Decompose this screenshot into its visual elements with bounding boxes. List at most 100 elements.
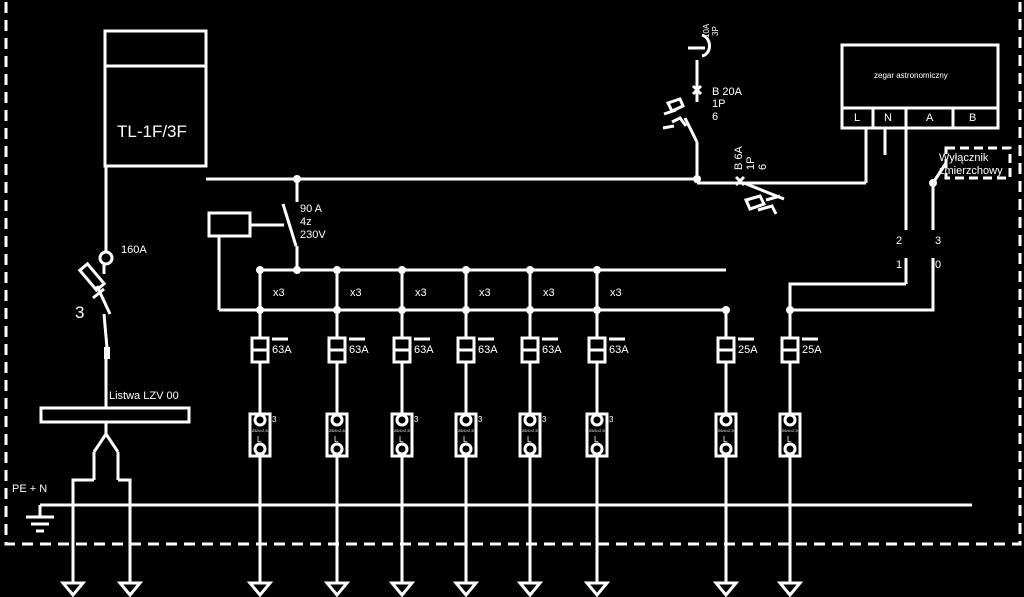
- feeder-block-spec: 25/4×2,5: [782, 428, 798, 433]
- feeder-fuse-rating: 63A: [414, 344, 434, 356]
- feeder-layer: x3 63A L 25/4×2,5 3 x3 63A L 25/4×2,5 x3 63A L 25/4×…: [59, 266, 822, 597]
- feeder-junction-dot: [398, 266, 406, 274]
- feeder-block-terminal: [395, 413, 409, 427]
- feeder-multiplier: x3: [415, 287, 427, 299]
- switch-contact-3: 3: [935, 235, 941, 247]
- feeder-junction-dot: [526, 306, 534, 314]
- clock-terminal-b: B: [969, 112, 976, 124]
- feeder-outgoing-arrow: [583, 581, 611, 597]
- contactor-contact: [281, 203, 298, 247]
- feeder-fuse-rating: 63A: [478, 344, 498, 356]
- breaker-b6-line3: 6: [757, 164, 769, 170]
- feeder-block-number: 3: [272, 415, 277, 424]
- clock-terminal-a: A: [926, 112, 934, 124]
- contactor-line3: 230V: [300, 229, 326, 241]
- feeder-block-number: 3: [414, 415, 419, 424]
- feeder-block-spec: 25/4×2,5: [458, 428, 474, 433]
- contactor-line1: 90 A: [300, 203, 323, 215]
- feeder-block-label: L: [463, 435, 468, 444]
- feeder-block-spec: 25/4×2,5: [252, 428, 268, 433]
- feeder-block-terminal: [459, 413, 473, 427]
- breaker-b20-line3: 6: [712, 111, 718, 123]
- feeder-junction-dot: [256, 266, 264, 274]
- aux-fuse-rating: 10A: [702, 23, 711, 38]
- feeder-block-spec: 25/4×2,5: [589, 428, 605, 433]
- feeder-block-label: L: [723, 435, 728, 444]
- feeder-junction-dot: [333, 306, 341, 314]
- feeder-block-spec: 25/4×2,5: [394, 428, 410, 433]
- feeder-block-spec: 25/4×2,5: [718, 428, 734, 433]
- feeder-block-terminal: [783, 413, 797, 427]
- feeder-junction-dot: [722, 306, 730, 314]
- feeder-junction-dot: [398, 306, 406, 314]
- feeder-block-terminal: [330, 413, 344, 427]
- aux-fuse-symbol: [701, 33, 711, 58]
- feeder-block-label: L: [257, 435, 262, 444]
- clock-terminal-n: N: [884, 112, 892, 124]
- twilight-switch-line1: Wyłącznik: [939, 152, 989, 164]
- pe-n-outgoing-arrow: [116, 581, 144, 597]
- feeder-block-terminal: [719, 442, 733, 456]
- feeder-fuse-rating: 63A: [542, 344, 562, 356]
- feeder-block-label: L: [594, 435, 599, 444]
- main-fuse-rating: 160A: [121, 244, 147, 256]
- feeder-outgoing-arrow: [323, 581, 351, 597]
- feeder-outgoing-arrow: [712, 581, 740, 597]
- feeder-block-terminal: [459, 442, 473, 456]
- feeder-junction-dot: [462, 306, 470, 314]
- feeder-block-number: 3: [542, 415, 547, 424]
- feeder-block-terminal: [395, 442, 409, 456]
- main-fuse-terminal: [98, 250, 114, 266]
- feeder-junction-dot: [333, 266, 341, 274]
- feeder-junction-dot: [256, 306, 264, 314]
- breaker-b20-line1: B 20A: [712, 86, 743, 98]
- feeder-outgoing-arrow: [452, 581, 480, 597]
- feeder-block-terminal: [590, 442, 604, 456]
- feeder-outgoing-arrow: [388, 581, 416, 597]
- busbar-bar: [39, 406, 191, 424]
- feeder-fuse-rating: 25A: [738, 344, 758, 356]
- pe-n-outgoing-arrow: [59, 581, 87, 597]
- pe-n-label: PE + N: [12, 483, 47, 495]
- feeder-block-label: L: [787, 435, 792, 444]
- feeder-fuse-rating: 63A: [349, 344, 369, 356]
- feeder-fuse-rating: 63A: [609, 344, 629, 356]
- feeder-block-terminal: [719, 413, 733, 427]
- feeder-block-terminal: [523, 413, 537, 427]
- feeder-multiplier: x3: [350, 287, 362, 299]
- feeder-block-spec: 25/4×2,5: [329, 428, 345, 433]
- feeder-multiplier: x3: [610, 287, 622, 299]
- breaker-b20-cross: [691, 84, 703, 96]
- contactor-coil: [207, 211, 252, 238]
- main-fuse-body: [77, 261, 107, 293]
- feeder-block-spec: 25/4×2,5: [522, 428, 538, 433]
- feeder-junction-dot: [526, 266, 534, 274]
- feeder-outgoing-arrow: [516, 581, 544, 597]
- feeder-multiplier: x3: [479, 287, 491, 299]
- feeder-junction-dot: [462, 266, 470, 274]
- twilight-switch-line2: zmierzchowy: [939, 165, 1003, 177]
- feeder-block-label: L: [334, 435, 339, 444]
- feeder-block-number: 3: [609, 415, 614, 424]
- meter-label: TL-1F/3F: [117, 122, 187, 141]
- astro-clock-label: zegar astronomiczny: [874, 71, 948, 80]
- breaker-b6-line2: 1P: [745, 157, 757, 170]
- switch-contact-2: 2: [896, 235, 902, 247]
- aux-fuse-poles: 3P: [711, 26, 720, 36]
- feeder-outgoing-arrow: [776, 581, 804, 597]
- breaker-b6-line1: B 6A: [733, 145, 745, 170]
- feeder-outgoing-arrow: [246, 581, 274, 597]
- feeder-junction-dot: [593, 306, 601, 314]
- meter-box: [103, 29, 208, 168]
- feeder-block-terminal: [253, 442, 267, 456]
- clock-terminal-l: L: [854, 112, 860, 124]
- feeder-block-terminal: [253, 413, 267, 427]
- enclosure-outline: [4, 2, 1022, 546]
- feeder-fuse-rating: 63A: [272, 344, 292, 356]
- breaker-b20-symbol: [662, 97, 688, 130]
- switch-contact-1: 1: [896, 259, 902, 271]
- contactor-line2: 4z: [300, 216, 312, 228]
- main-fuse-poles: 3: [75, 303, 84, 322]
- feeder-multiplier: x3: [273, 287, 285, 299]
